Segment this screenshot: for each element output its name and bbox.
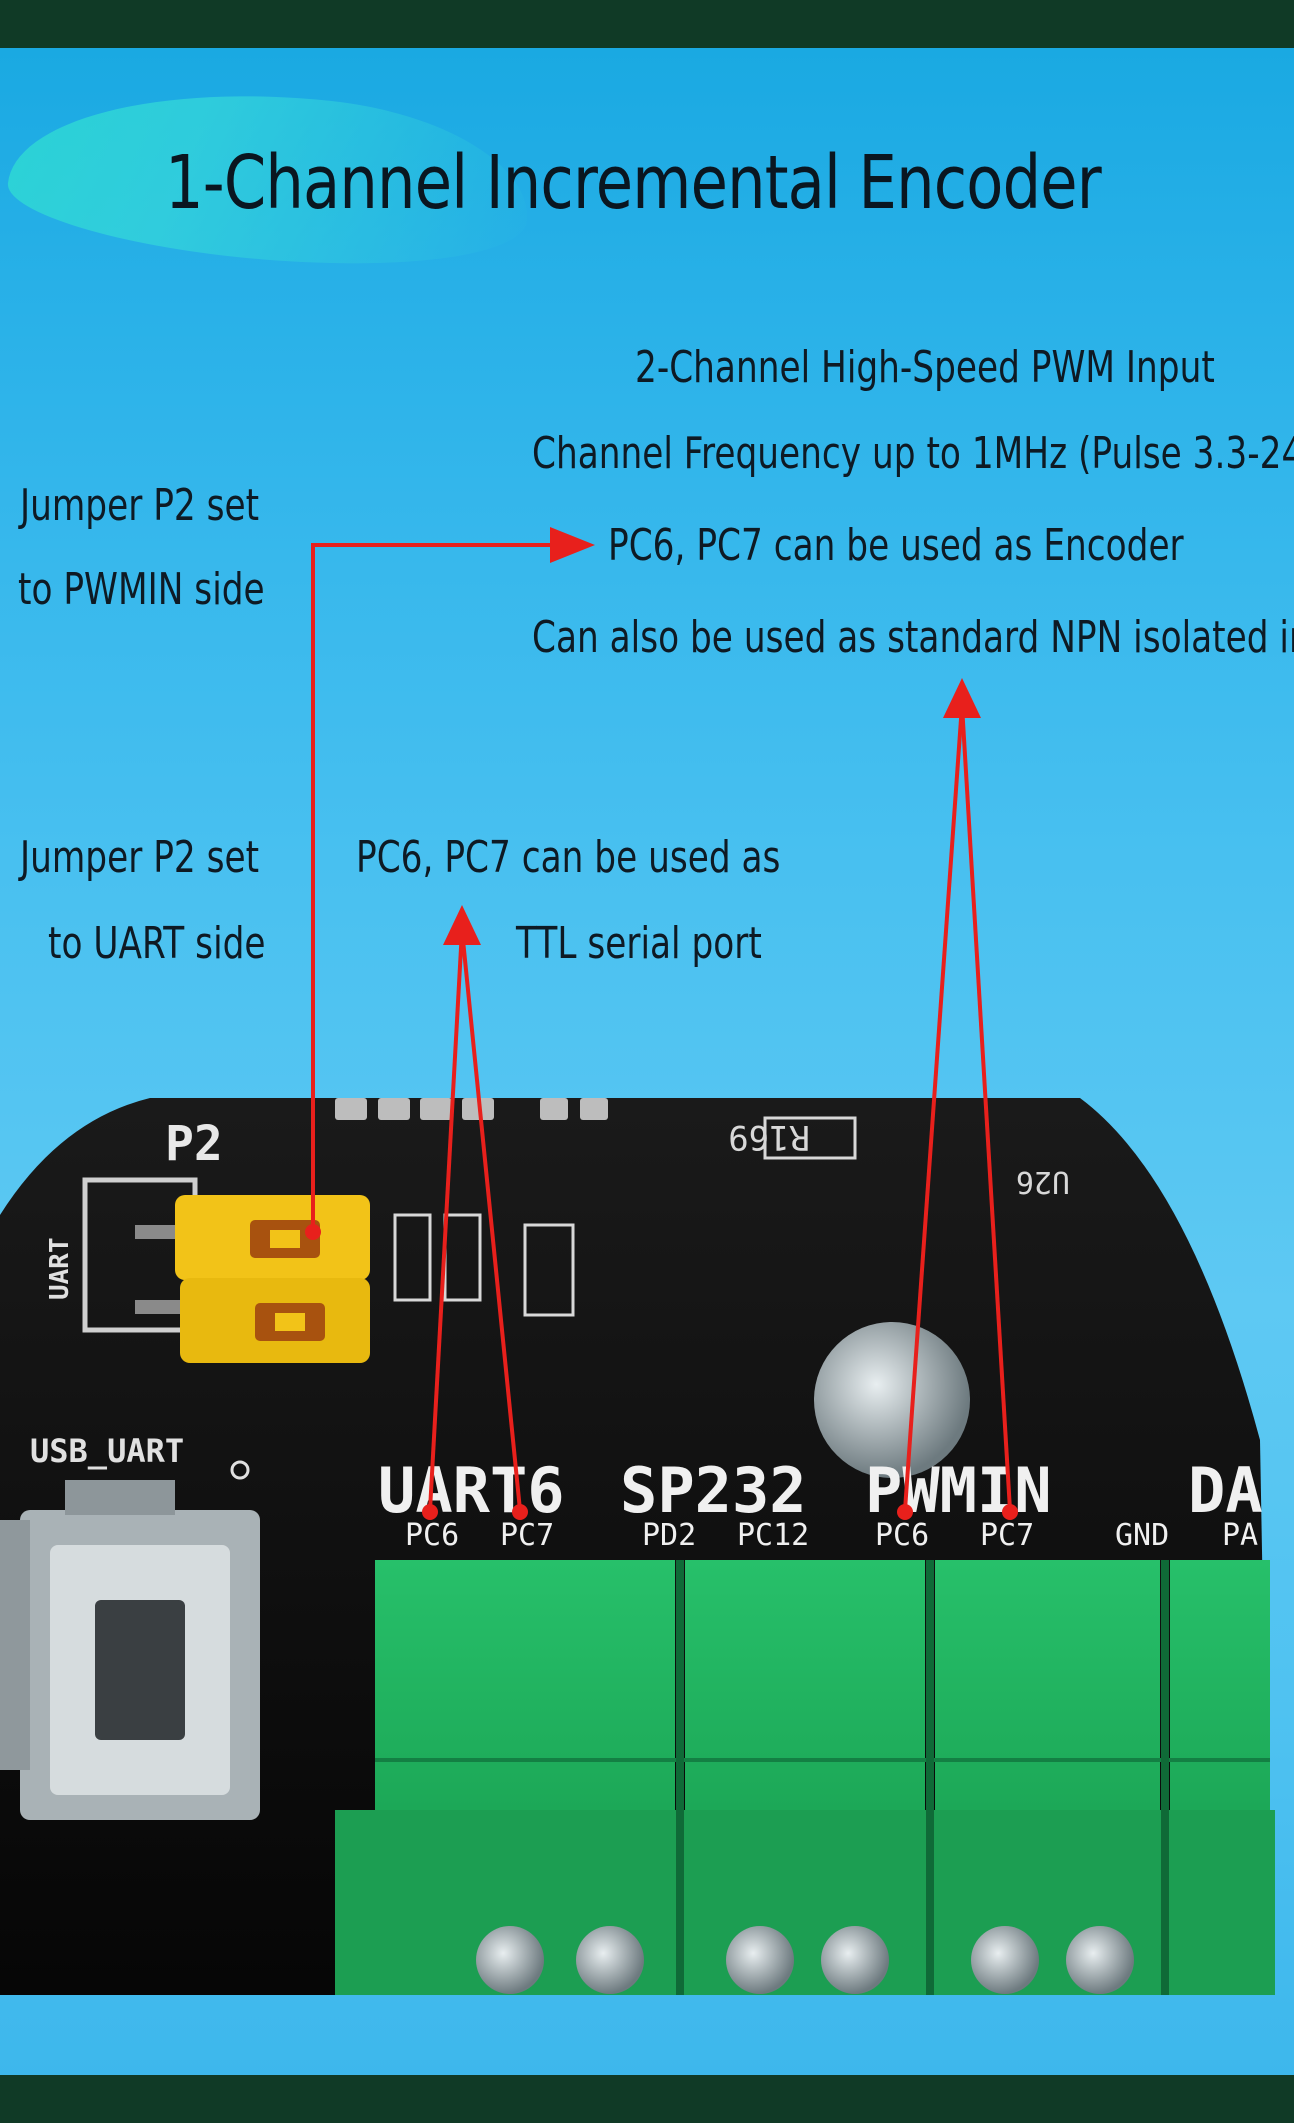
pwm-line-4: Can also be used as standard NPN isolate… (532, 612, 1294, 663)
pwm-line-3: PC6, PC7 can be used as Encoder (608, 520, 1184, 571)
jumper-uart-line-2: to UART side (48, 918, 266, 969)
jumper-uart-line-1: Jumper P2 set (20, 832, 260, 883)
arrow-jumper-to-encoder (311, 543, 560, 1228)
terminal-blocks (335, 1560, 1275, 1995)
pin-label-sp232-2: PC12 (737, 1518, 809, 1553)
arrowhead-ttl (443, 905, 481, 945)
arrow-pwmin-pc6 (903, 704, 964, 1511)
usb-connector (0, 1480, 260, 1820)
arrowhead-encoder (550, 527, 595, 563)
smd-components (393, 1213, 575, 1317)
arrowhead-npn (943, 678, 981, 718)
ttl-line-2: TTL serial port (516, 918, 762, 969)
usb-uart-label: USB_UART (30, 1432, 184, 1470)
pin-label-pwmin-2: PC7 (980, 1518, 1034, 1553)
pwm-line-2: Channel Frequency up to 1MHz (Pulse 3.3-… (532, 428, 1294, 479)
group-label-sp232: SP232 (620, 1454, 807, 1527)
group-label-uart6: UART6 (378, 1454, 565, 1527)
annotation-arrows (311, 543, 1012, 1511)
pwm-line-1: 2-Channel High-Speed PWM Input (635, 342, 1215, 393)
arrow-uart6-pc7 (460, 929, 522, 1511)
uart-side-label: UART (45, 1237, 75, 1300)
ttl-line-1: PC6, PC7 can be used as (356, 832, 781, 883)
arrow-pwmin-pc7 (960, 704, 1012, 1511)
pin-label-uart6-1: PC6 (405, 1518, 459, 1553)
yellow-jumpers (175, 1195, 370, 1363)
arrowheads (443, 527, 981, 945)
jumper-pwmin-line-2: to PWMIN side (18, 564, 265, 615)
u26-label: U26 (1016, 1164, 1070, 1199)
arrow-origin-dots (305, 1224, 1018, 1520)
pin-labels: UART6 SP232 PWMIN DA PC6 PC7 PD2 PC12 PC… (378, 1454, 1263, 1553)
terminal-screws (476, 1926, 1134, 1994)
group-label-da: DA (1188, 1454, 1263, 1527)
group-label-pwmin: PWMIN (865, 1454, 1052, 1527)
pin-label-sp232-1: PD2 (642, 1518, 696, 1553)
chip-label: R169 (728, 1117, 810, 1157)
mounting-screw (814, 1322, 970, 1478)
pin-label-pwmin-1: PC6 (875, 1518, 929, 1553)
jumper-pwmin-line-1: Jumper P2 set (20, 480, 260, 531)
page-title: 1-Channel Incremental Encoder (165, 140, 1102, 226)
top-border (0, 0, 1294, 48)
bottom-border (0, 2075, 1294, 2123)
pin-label-da-1: GND (1115, 1518, 1169, 1553)
pin-label-uart6-2: PC7 (500, 1518, 554, 1553)
arrow-uart6-pc6 (428, 929, 464, 1511)
pin-label-da-2: PA (1222, 1518, 1258, 1553)
p2-label: P2 (165, 1116, 223, 1172)
